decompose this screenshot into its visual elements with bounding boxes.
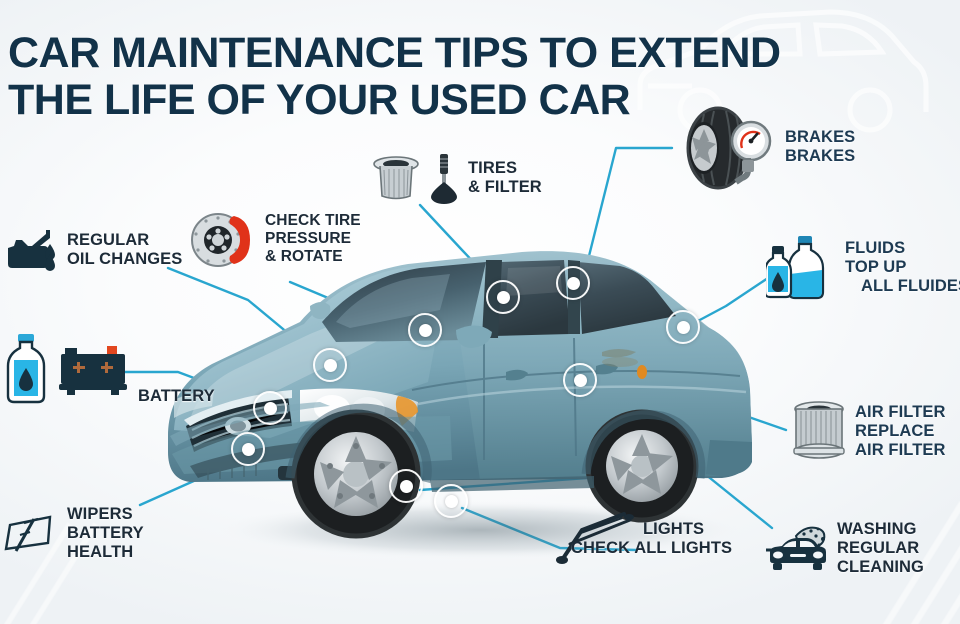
rear-wheel [585, 409, 699, 523]
tires-line-2: & FILTER [468, 178, 542, 196]
coolant-bottle-icon [6, 334, 46, 404]
callout-brakes[interactable]: BRAKES BRAKES [684, 104, 855, 190]
airfilter-line-2: REPLACE [855, 421, 935, 440]
callout-tires-filter-text: TIRES & FILTER [468, 159, 542, 197]
tire-line-2: PRESSURE [265, 230, 352, 247]
wipers-line-1: WIPERS [67, 505, 133, 523]
wiper-blade-icon [4, 515, 52, 552]
title-line-2: THE LIFE OF YOUR USED CAR [8, 76, 631, 124]
lights-line-2: CHECK ALL LIGHTS [571, 539, 733, 557]
hotspot-grille[interactable] [231, 432, 265, 466]
fluids-line-3: ALL FLUIDES [861, 276, 960, 295]
oil-line-2: OIL CHANGES [67, 250, 183, 268]
oil-can-icon [8, 230, 55, 271]
fluids-line-1: FLUIDS [845, 238, 906, 257]
hotspot-fuel-cap[interactable] [666, 310, 700, 344]
wiper-blade-icon-lights [556, 512, 634, 564]
callout-lights-text: LIGHTS CHECK ALL LIGHTS [571, 520, 732, 558]
callout-fluids[interactable]: FLUIDS TOP UP ALL FLUIDES [766, 234, 960, 300]
page-title: CAR MAINTENANCE TIPS TO EXTEND THE LIFE … [8, 30, 781, 124]
washing-line-1: WASHING [837, 520, 917, 538]
callout-tire-pressure-text: CHECK TIRE PRESSURE & ROTATE [265, 212, 361, 266]
brakes-line-2: BRAKES [785, 147, 856, 165]
tires-line-1: TIRES [468, 159, 518, 177]
callout-battery[interactable]: BATTERY [4, 332, 215, 406]
callout-oil-changes-text: REGULAR OIL CHANGES [67, 231, 182, 269]
tire-line-3: & ROTATE [265, 248, 343, 265]
car-illustration [168, 251, 752, 560]
airfilter-line-3: AIR FILTER [855, 440, 946, 459]
air-filter-cartridge-icon [793, 401, 845, 459]
front-wheel [291, 409, 421, 539]
hotspot-hood[interactable] [313, 348, 347, 382]
hotspot-bumper[interactable] [389, 469, 423, 503]
callout-washing[interactable]: WASHING REGULAR CLEANING [766, 520, 924, 577]
callout-tires-filter[interactable]: TIRES & FILTER [372, 152, 542, 204]
fluid-bottles-icon [766, 236, 825, 300]
brakes-line-1: BRAKES [785, 128, 856, 146]
oil-filter-icon [373, 156, 419, 200]
callout-washing-text: WASHING REGULAR CLEANING [837, 520, 924, 577]
wipers-line-2: BATTERY [67, 524, 144, 542]
wipers-line-3: HEALTH [67, 543, 134, 561]
airfilter-line-1: AIR FILTER [855, 402, 946, 421]
title-line-1: CAR MAINTENANCE TIPS TO EXTEND [8, 29, 781, 77]
hotspot-roof[interactable] [556, 266, 590, 300]
hotspot-wheel[interactable] [434, 484, 468, 518]
callout-wipers-text: WIPERS BATTERY HEALTH [67, 505, 144, 562]
callout-tire-pressure[interactable]: CHECK TIRE PRESSURE & ROTATE [190, 208, 361, 270]
battery-line-1: BATTERY [138, 387, 215, 405]
callout-oil-changes[interactable]: REGULAR OIL CHANGES [6, 228, 182, 272]
callout-air-filter-text: AIR FILTER REPLACE AIR FILTER [855, 403, 946, 460]
callout-brakes-text: BRAKES BRAKES [785, 128, 855, 166]
battery-icon [59, 346, 127, 395]
callout-lights[interactable]: LIGHTS CHECK ALL LIGHTS [552, 508, 732, 564]
hotspot-headlight[interactable] [253, 391, 287, 425]
oil-line-1: REGULAR [67, 231, 150, 249]
hotspot-windshield[interactable] [408, 313, 442, 347]
callout-battery-text: BATTERY [138, 387, 215, 406]
car-wash-sponge-icon [766, 526, 826, 570]
hotspot-wiper[interactable] [486, 280, 520, 314]
tire-pressure-gauge-icon [686, 106, 772, 190]
washing-line-2: REGULAR [837, 539, 920, 557]
fluids-line-2: TOP UP [845, 257, 907, 276]
hotspot-door[interactable] [563, 363, 597, 397]
dipstick-icon [431, 154, 457, 204]
tire-line-1: CHECK TIRE [265, 212, 361, 229]
lights-line-1: LIGHTS [643, 520, 705, 538]
brake-disc-caliper-icon [191, 213, 250, 267]
callout-fluids-text: FLUIDS TOP UP ALL FLUIDES [845, 239, 960, 296]
callout-air-filter[interactable]: AIR FILTER REPLACE AIR FILTER [792, 400, 946, 462]
washing-line-3: CLEANING [837, 558, 924, 576]
callout-wipers[interactable]: WIPERS BATTERY HEALTH [4, 505, 144, 562]
